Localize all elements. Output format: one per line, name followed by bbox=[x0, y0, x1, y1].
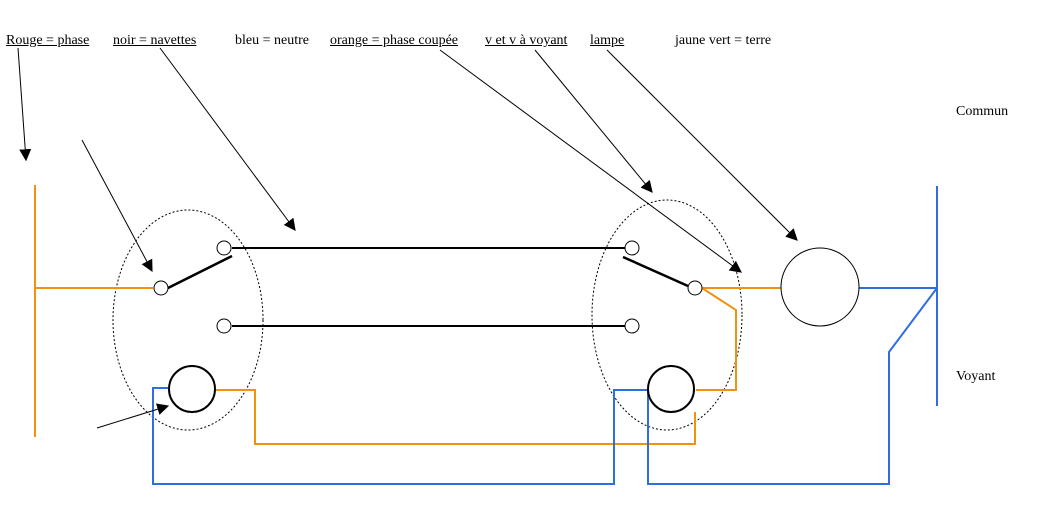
navette-wires bbox=[232, 247, 625, 327]
arrow-voyant bbox=[534, 49, 653, 193]
legend-lampe: lampe bbox=[590, 33, 625, 48]
arrow-noir bbox=[159, 47, 296, 231]
switch-right-lever bbox=[622, 255, 689, 288]
voyant-left bbox=[168, 365, 216, 413]
terminal-left-top bbox=[216, 240, 232, 256]
legend-orange: orange = phase coupée bbox=[330, 33, 459, 48]
orange-wires bbox=[34, 185, 781, 445]
terminal-left-common bbox=[153, 280, 169, 296]
arrow-rouge bbox=[17, 47, 32, 162]
legend-voyant: v et v à voyant bbox=[485, 33, 568, 48]
terminal-right-top bbox=[624, 240, 640, 256]
arrow-orange bbox=[439, 49, 742, 273]
switch-right-enclosure bbox=[591, 199, 743, 431]
label-voyant: Voyant bbox=[956, 369, 996, 384]
blue-wires bbox=[152, 186, 938, 485]
legend-terre: jaune vert = terre bbox=[675, 33, 772, 48]
terminal-right-bottom bbox=[624, 318, 640, 334]
label-commun: Commun bbox=[956, 104, 1009, 119]
lamp-circle bbox=[780, 247, 860, 327]
arrow-left-voyant bbox=[96, 403, 170, 429]
terminal-right-common bbox=[687, 280, 703, 296]
arrow-lampe bbox=[606, 49, 798, 241]
terminals bbox=[153, 240, 703, 334]
terminal-left-bottom bbox=[216, 318, 232, 334]
switch-left-lever bbox=[167, 254, 233, 290]
pointer-arrows bbox=[17, 47, 798, 429]
switch-left-enclosure bbox=[112, 209, 264, 431]
voyant-right bbox=[647, 365, 695, 413]
legend-rouge: Rouge = phase bbox=[6, 33, 90, 48]
arrow-phase-switch bbox=[81, 139, 153, 273]
legend-noir: noir = navettes bbox=[113, 33, 197, 48]
legend-bleu: bleu = neutre bbox=[235, 33, 309, 48]
